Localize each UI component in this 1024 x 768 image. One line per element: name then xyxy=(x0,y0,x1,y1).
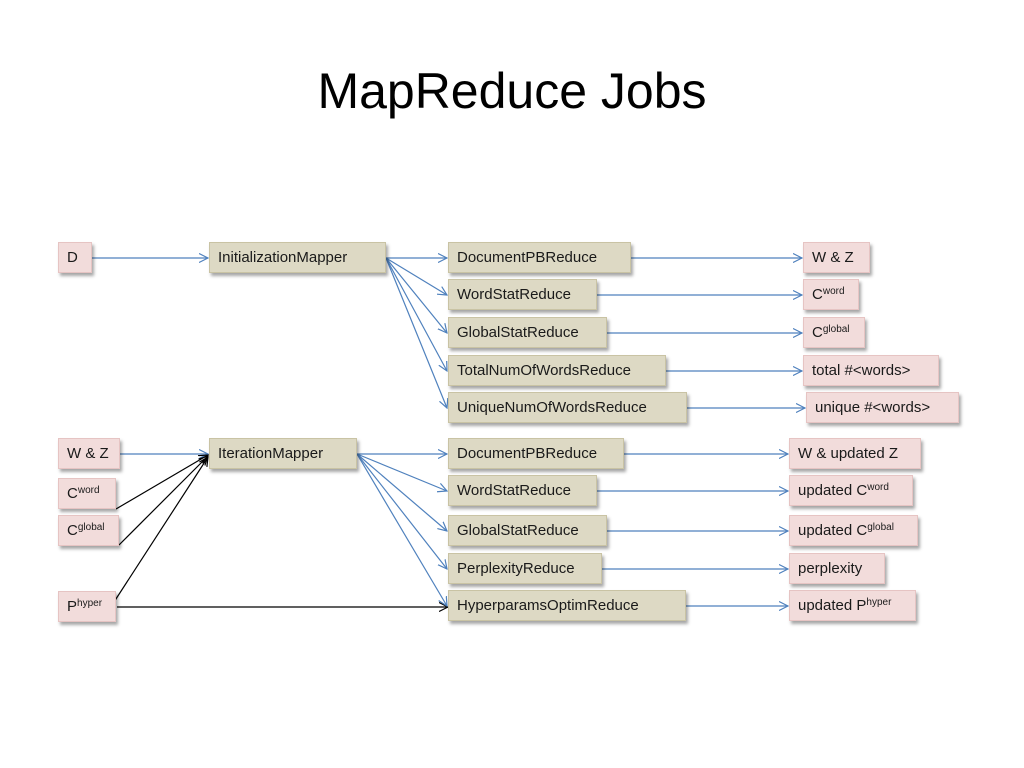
iter-reducer-document-pb: DocumentPBReduce xyxy=(448,438,624,469)
iter-output-updated-c-global: updated Cglobal xyxy=(789,515,918,546)
input-text: C xyxy=(67,485,78,502)
edge-iter-mapper-to-reducer-2 xyxy=(356,453,447,491)
edge-phyper-to-iter-mapper xyxy=(113,457,208,603)
iter-output-perplexity: perplexity xyxy=(789,553,885,584)
init-reducer-global-stat: GlobalStatReduce xyxy=(448,317,607,348)
iter-input-c-global: Cglobal xyxy=(58,515,119,546)
edge-iter-mapper-to-reducer-3 xyxy=(356,453,447,531)
edge-init-mapper-to-reducer-4 xyxy=(385,257,447,371)
edge-init-mapper-to-reducer-5 xyxy=(385,257,447,408)
input-d: D xyxy=(58,242,92,273)
init-output-w-and-z: W & Z xyxy=(803,242,870,273)
iter-output-updated-p-hyper: updated Phyper xyxy=(789,590,916,621)
edge-iter-mapper-to-reducer-4 xyxy=(356,453,447,569)
init-output-unique-words: unique #<words> xyxy=(806,392,959,423)
edge-cglobal-to-iter-mapper xyxy=(118,456,208,546)
iteration-mapper: IterationMapper xyxy=(209,438,357,469)
output-superscript: global xyxy=(867,522,894,533)
output-text: updated P xyxy=(798,597,867,614)
edge-init-mapper-to-reducer-2 xyxy=(385,257,447,295)
iter-output-w-and-updated-z: W & updated Z xyxy=(789,438,921,469)
init-reducer-word-stat: WordStatReduce xyxy=(448,279,597,310)
output-text: W & Z xyxy=(812,249,854,266)
output-text: updated C xyxy=(798,482,868,499)
output-superscript: word xyxy=(867,482,889,493)
init-output-total-words: total #<words> xyxy=(803,355,939,386)
init-output-c-word: Cword xyxy=(803,279,859,310)
iter-input-p-hyper: Phyper xyxy=(58,591,116,622)
output-text: updated C xyxy=(798,522,868,539)
output-text: C xyxy=(812,324,823,341)
slide-title: MapReduce Jobs xyxy=(317,63,707,119)
iter-reducer-word-stat: WordStatReduce xyxy=(448,475,597,506)
init-reducer-unique-num-of-words: UniqueNumOfWordsReduce xyxy=(448,392,687,423)
iter-input-c-word: Cword xyxy=(58,478,116,509)
iter-reducer-perplexity: PerplexityReduce xyxy=(448,553,602,584)
edge-iter-mapper-to-reducer-5 xyxy=(356,453,447,606)
output-superscript: hyper xyxy=(866,597,892,608)
input-superscript: global xyxy=(77,522,105,533)
init-reducer-total-num-of-words: TotalNumOfWordsReduce xyxy=(448,355,666,386)
output-text: C xyxy=(812,286,823,303)
input-superscript: hyper xyxy=(77,598,103,609)
init-reducer-document-pb: DocumentPBReduce xyxy=(448,242,631,273)
initialization-mapper: InitializationMapper xyxy=(209,242,386,273)
init-output-c-global: Cglobal xyxy=(803,317,865,348)
iter-output-updated-c-word: updated Cword xyxy=(789,475,913,506)
iter-reducer-global-stat: GlobalStatReduce xyxy=(448,515,607,546)
input-text: P xyxy=(67,598,78,615)
input-text: C xyxy=(67,522,78,539)
edge-cword-to-iter-mapper xyxy=(115,455,208,510)
iter-input-w-and-z: W & Z xyxy=(58,438,120,469)
iter-reducer-hyperparams-optim: HyperparamsOptimReduce xyxy=(448,590,686,621)
input-superscript: word xyxy=(77,485,100,496)
edge-init-mapper-to-reducer-3 xyxy=(385,257,447,333)
output-superscript: word xyxy=(822,286,845,297)
output-superscript: global xyxy=(822,324,850,335)
